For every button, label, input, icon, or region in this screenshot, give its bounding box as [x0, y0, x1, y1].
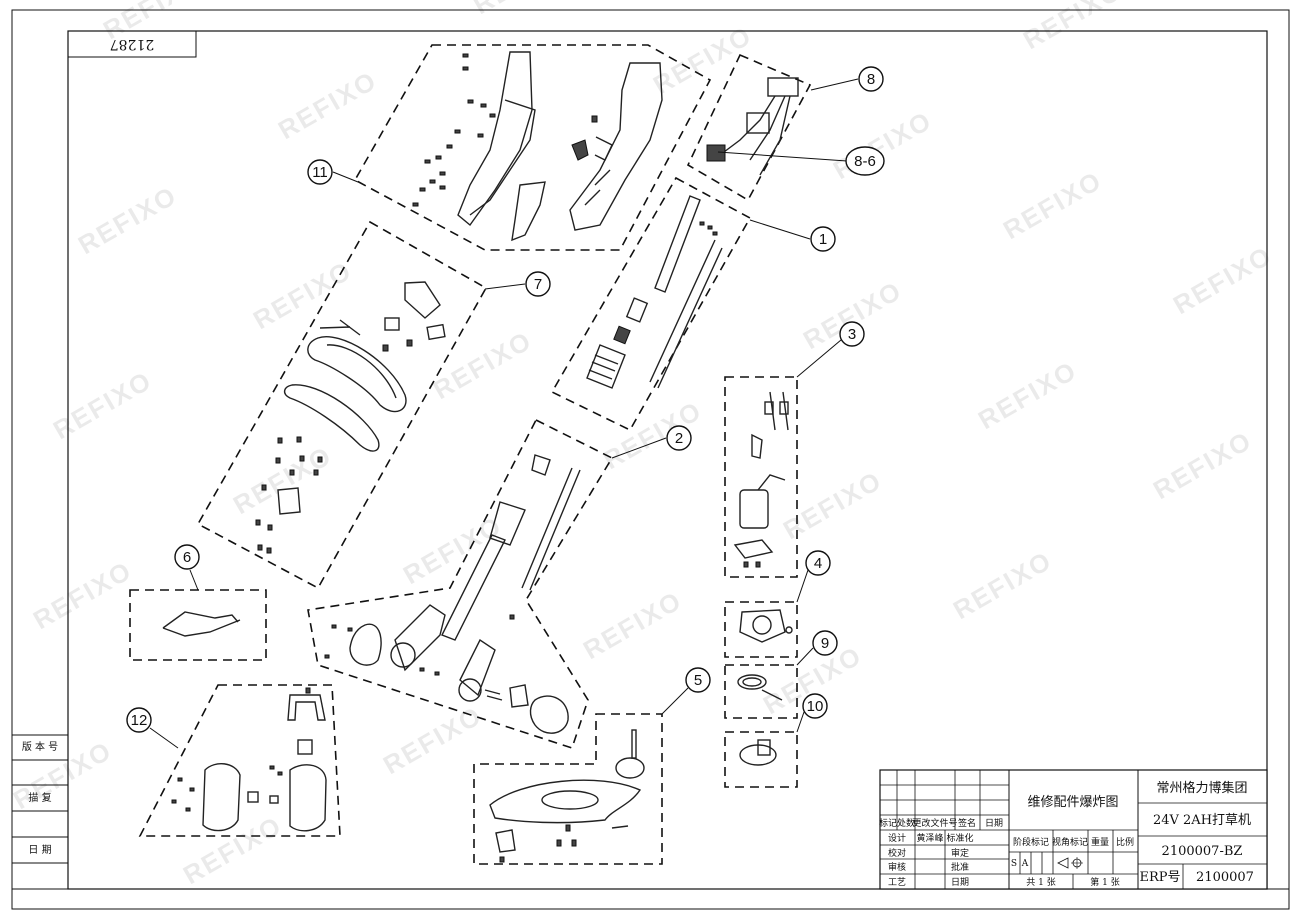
svg-text:A: A [1021, 859, 1029, 869]
svg-text:视角标记: 视角标记 [1052, 836, 1088, 848]
svg-text:S: S [1011, 859, 1017, 869]
drawing-number: 2100007-BZ [1162, 844, 1243, 859]
trace-label: 描 复 [28, 791, 51, 804]
svg-text:日期: 日期 [985, 818, 1003, 829]
svg-text:处数: 处数 [897, 817, 915, 829]
svg-text:标记: 标记 [879, 817, 897, 829]
svg-text:REFIXO: REFIXO [973, 355, 1082, 435]
svg-text:工艺: 工艺 [888, 877, 906, 888]
group-9-spring [724, 664, 798, 719]
svg-text:REFIXO: REFIXO [648, 20, 757, 100]
svg-text:REFIXO: REFIXO [178, 810, 287, 890]
svg-text:REFIXO: REFIXO [248, 255, 357, 335]
svg-text:REFIXO: REFIXO [948, 545, 1057, 625]
svg-text:REFIXO: REFIXO [1168, 240, 1277, 320]
erp-label: ERP号 [1139, 870, 1180, 885]
outer-border [11, 9, 1290, 910]
callout-3: 3 [848, 326, 856, 343]
callout-12: 12 [131, 712, 148, 729]
erp-number: 2100007 [1196, 870, 1254, 885]
callout-9: 9 [821, 635, 829, 652]
svg-text:签名: 签名 [958, 817, 976, 829]
callout-1: 1 [819, 231, 827, 248]
svg-text:批准: 批准 [951, 861, 969, 873]
svg-text:比例: 比例 [1116, 836, 1134, 848]
svg-text:共 1 张: 共 1 张 [1026, 877, 1055, 888]
callout-6: 6 [183, 549, 191, 566]
svg-text:校对: 校对 [888, 847, 906, 859]
svg-text:REFIXO: REFIXO [273, 65, 382, 145]
svg-text:REFIXO: REFIXO [998, 165, 1107, 245]
svg-text:设计: 设计 [888, 832, 906, 844]
projection-symbol [1057, 857, 1083, 869]
callout-8-6: 8-6 [854, 153, 876, 170]
svg-text:REFIXO: REFIXO [73, 180, 182, 260]
group-1-tube [550, 176, 752, 432]
group-3-motor [724, 376, 798, 578]
svg-text:REFIXO: REFIXO [778, 465, 887, 545]
left-strip: 版 本 号 描 复 日 期 [12, 734, 68, 864]
watermarks: REFIXO REFIXO REFIXO REFIXO REFIXO REFIX… [8, 0, 1277, 890]
group-4-spool [724, 601, 798, 658]
callout-10: 10 [807, 698, 824, 715]
group-6-wire [129, 589, 267, 661]
group-5-guard [473, 713, 663, 865]
callout-5: 5 [694, 672, 702, 689]
svg-text:黄泽峰: 黄泽峰 [916, 832, 943, 844]
group-12-head [138, 684, 341, 837]
callout-7: 7 [534, 276, 542, 293]
group-7-handle [196, 220, 488, 590]
svg-text:审核: 审核 [888, 861, 906, 873]
title-block: 标记 处数 更改文件号 签名 日期 设计 黄泽峰 标准化 校对 审定 审核 批准… [879, 769, 1268, 890]
group-8-terminal [686, 53, 812, 202]
drawing-number-box: 21287 [67, 30, 197, 58]
drawing-number-mirrored: 21287 [110, 36, 155, 52]
svg-text:REFIXO: REFIXO [828, 105, 937, 185]
svg-text:REFIXO: REFIXO [228, 440, 337, 520]
svg-text:重量: 重量 [1091, 836, 1109, 848]
svg-text:第 1 张: 第 1 张 [1090, 876, 1119, 888]
date-label: 日 期 [28, 844, 51, 856]
version-no-label: 版 本 号 [22, 740, 58, 753]
svg-text:标准化: 标准化 [946, 832, 973, 844]
callout-2: 2 [675, 430, 683, 447]
company-name: 常州格力博集团 [1156, 780, 1247, 796]
callout-4: 4 [814, 555, 822, 572]
svg-text:REFIXO: REFIXO [1018, 0, 1127, 55]
callout-11: 11 [312, 164, 328, 181]
drawing-title: 维修配件爆炸图 [1027, 795, 1118, 810]
svg-text:REFIXO: REFIXO [1148, 425, 1257, 505]
svg-text:REFIXO: REFIXO [378, 700, 487, 780]
svg-text:REFIXO: REFIXO [28, 555, 137, 635]
svg-text:更改文件号: 更改文件号 [912, 817, 957, 829]
group-2-lower [307, 418, 614, 750]
callouts: 11 7 8 8-6 1 3 2 4 6 9 [126, 66, 885, 749]
svg-text:REFIXO: REFIXO [398, 510, 507, 590]
svg-text:日期: 日期 [951, 877, 969, 888]
product-name: 24V 2AH打草机 [1153, 813, 1251, 828]
svg-text:审定: 审定 [951, 847, 969, 859]
callout-8: 8 [867, 71, 875, 88]
svg-text:REFIXO: REFIXO [578, 585, 687, 665]
group-11-housing [353, 44, 712, 251]
group-10-cap [724, 731, 798, 788]
svg-text:REFIXO: REFIXO [48, 365, 157, 445]
svg-text:阶段标记: 阶段标记 [1013, 836, 1049, 848]
